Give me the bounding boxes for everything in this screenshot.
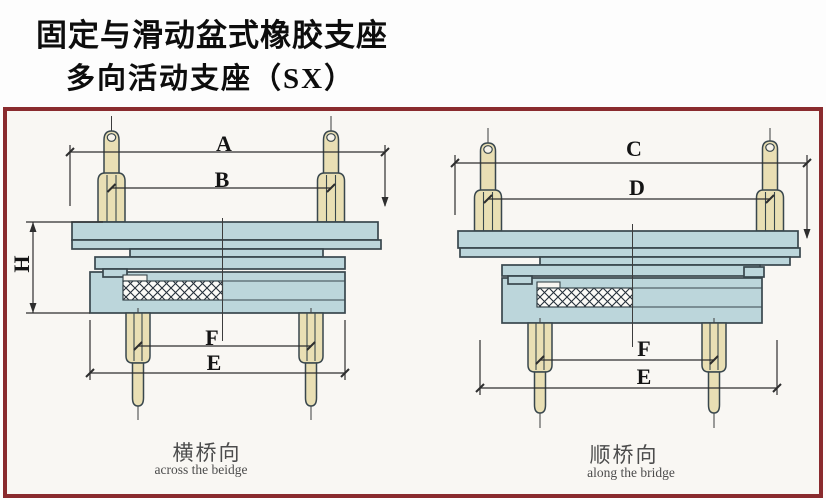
left-caption-zh: 横桥向 <box>172 441 242 465</box>
left-bottom-anchor-bolt-2 <box>298 308 324 420</box>
dim-label-F-right: F <box>637 336 651 361</box>
right-caption-zh: 顺桥向 <box>589 443 659 467</box>
right-caption-en: along the bridge <box>587 465 675 480</box>
page-title: 固定与滑动盆式橡胶支座 <box>36 18 388 53</box>
right-top-anchor-bolt-1 <box>473 128 503 255</box>
right-plate-stack <box>457 224 801 347</box>
right-bearing-section <box>450 128 812 428</box>
right-dim-line-F <box>535 355 719 365</box>
dim-label-A: A <box>216 131 232 156</box>
left-plate-stack <box>71 218 382 341</box>
right-dim-line-C <box>450 155 812 239</box>
right-dim-line-D <box>483 194 775 204</box>
dim-label-D: D <box>629 175 645 200</box>
right-rubber-disc-hatch <box>536 287 634 308</box>
dim-label-E-right: E <box>636 364 652 389</box>
right-dim-line-E <box>475 340 782 395</box>
dim-label-C: C <box>626 136 642 161</box>
dim-label-B: B <box>214 167 230 192</box>
left-dim-line-B <box>106 183 336 193</box>
dim-label-E-left: E <box>206 350 222 375</box>
left-dim-line-E <box>85 320 350 380</box>
left-bottom-anchor-bolt-1 <box>125 308 151 420</box>
left-dim-line-H <box>26 221 103 314</box>
left-caption-en: across the beidge <box>154 462 248 477</box>
left-dim-line-A <box>65 145 390 207</box>
page-subtitle: 多向活动支座（SX） <box>66 63 356 95</box>
left-rubber-disc-hatch <box>122 280 224 301</box>
dim-label-F-left: F <box>205 325 219 350</box>
left-bearing-section <box>26 116 390 420</box>
right-top-anchor-bolt-2 <box>755 128 785 255</box>
dim-label-H: H <box>9 255 34 273</box>
left-top-anchor-bolt-2 <box>316 116 346 246</box>
left-dim-line-F <box>133 341 316 351</box>
